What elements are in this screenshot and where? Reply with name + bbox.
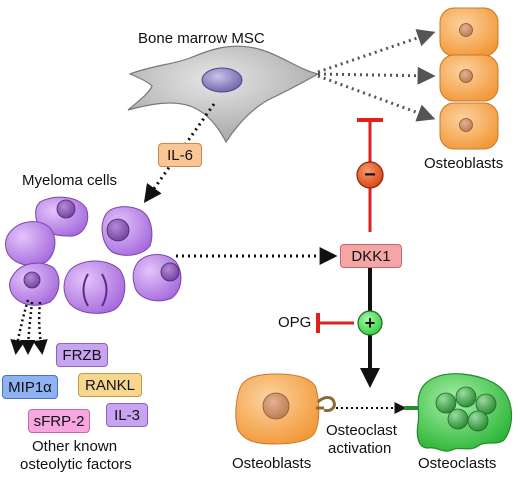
osteoblasts-bottom-label: Osteoblasts <box>232 455 312 472</box>
factor-frzb-box: FRZB <box>56 343 108 367</box>
osteoclast-cell <box>416 373 513 452</box>
other-factors-label-line2: osteolytic factors <box>20 456 132 473</box>
osteoclast-activation-label-line2: activation <box>328 440 392 457</box>
osteoblast-cell <box>439 54 499 102</box>
bone-marrow-msc-label: Bone marrow MSC <box>138 30 265 47</box>
other-factors-label-line1: Other known <box>32 438 118 455</box>
myeloma-to-factors-arrows <box>10 299 48 355</box>
factor-mip1a-box: MIP1α <box>2 375 58 399</box>
myeloma-cells-label: Myeloma cells <box>22 172 118 189</box>
opg-label: OPG <box>278 314 312 331</box>
osteoblasts-top-label: Osteoblasts <box>424 155 504 172</box>
plus-icon: + <box>357 310 383 336</box>
myeloma-cell <box>63 260 126 314</box>
il6-box: IL-6 <box>158 143 202 167</box>
osteoclast-activation-label-line1: Osteoclast <box>326 422 397 439</box>
myeloma-cell <box>9 262 60 306</box>
osteoclasts-label: Osteoclasts <box>418 455 497 472</box>
opg-inhibition-line <box>316 313 354 333</box>
msc-to-myeloma-arrow <box>143 103 216 203</box>
minus-sign: − <box>364 164 376 186</box>
factor-rankl-box: RANKL <box>78 373 142 397</box>
plus-sign: + <box>365 313 376 333</box>
osteoblast-cell <box>439 102 499 150</box>
myeloma-cell <box>5 221 56 266</box>
myeloma-cell <box>132 254 182 302</box>
factor-sfrp2-box: sFRP-2 <box>28 409 90 433</box>
bone-marrow-msc-cell <box>127 45 320 144</box>
osteoblast-cell <box>439 7 499 57</box>
msc-to-osteoblast-arrows <box>317 29 436 122</box>
myeloma-cell <box>101 206 153 256</box>
osteoblast-cell-large <box>235 373 320 445</box>
dkk1-box: DKK1 <box>340 244 402 268</box>
receptor-ligand-icon <box>316 396 336 412</box>
minus-icon: − <box>356 161 384 189</box>
factor-il3-box: IL-3 <box>106 403 148 427</box>
